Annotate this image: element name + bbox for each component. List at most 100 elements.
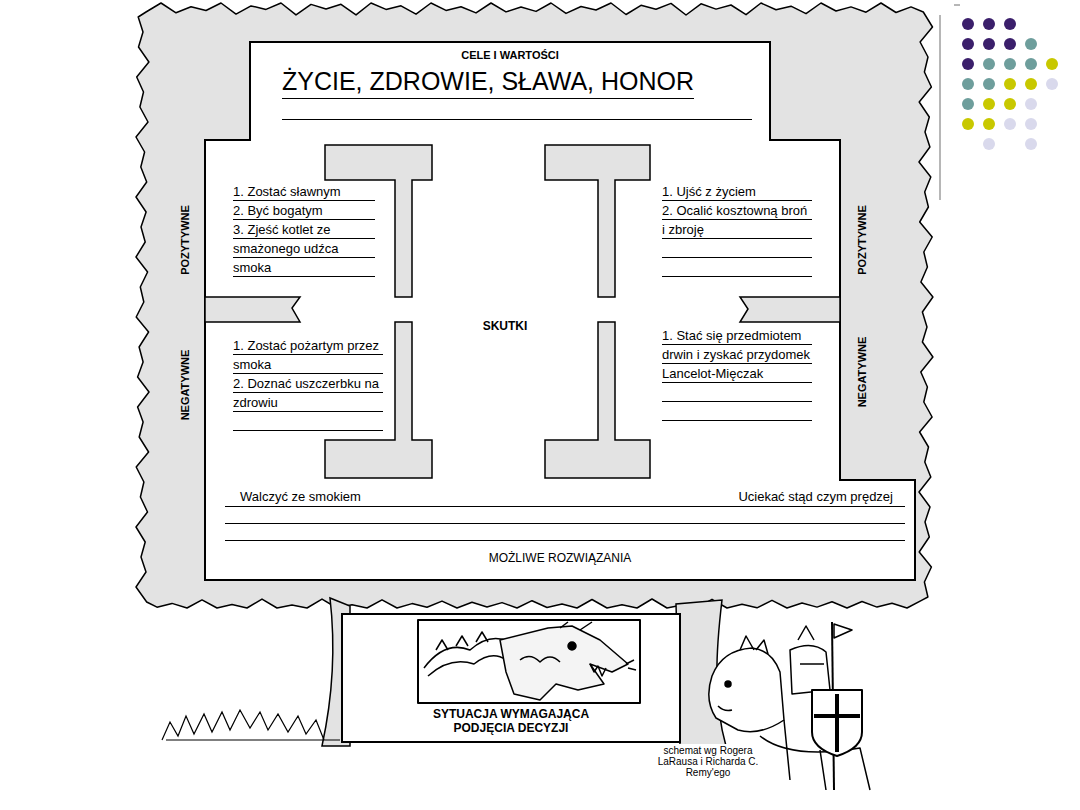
decoration-line xyxy=(940,5,960,200)
side-label: NEGATYWNE xyxy=(855,337,869,408)
knight-picture xyxy=(709,648,784,732)
knight-picture xyxy=(814,694,860,752)
section-heading: CELE I WARTOŚCI xyxy=(250,48,770,62)
decoration-dots xyxy=(962,18,1058,150)
decoration-dots xyxy=(1004,118,1016,130)
inner-region xyxy=(205,42,915,580)
knight-picture xyxy=(834,624,852,638)
effect-item: 3. Zjeść kotlet ze smażonego udźca smoka xyxy=(233,220,375,277)
trunk-box xyxy=(342,614,680,742)
decoration-dots xyxy=(983,38,995,50)
values-box: CELE I WARTOŚCI ŻYCIE, ZDROWIE, SŁAWA, HO… xyxy=(250,42,770,140)
effect-item: 1. Zostać pożartym przez smoka xyxy=(233,336,383,374)
decoration-dots xyxy=(983,138,995,150)
branch-pillar xyxy=(545,322,650,478)
dragon-picture xyxy=(418,620,640,703)
decoration-dots xyxy=(1025,58,1037,70)
grass xyxy=(166,739,340,740)
values-text: ŻYCIE, ZDROWIE, SŁAWA, HONOR xyxy=(282,66,694,99)
branch-pillar xyxy=(205,145,840,478)
negative-effects-box: 1. Zostać pożartym przez smoka2. Doznać … xyxy=(215,322,393,440)
decoration-dots xyxy=(962,18,974,30)
ruled-lines xyxy=(282,100,752,120)
decoration-dots xyxy=(962,38,974,50)
negative-effects-box: 1. Stać się przedmiotem drwin i zyskać p… xyxy=(650,322,832,440)
decoration-dots xyxy=(1004,98,1016,110)
decoration-line xyxy=(940,15,941,200)
decoration-dots xyxy=(983,18,995,30)
decoration-dots xyxy=(962,58,974,70)
effect-item: 1. Ujść z życiem xyxy=(662,182,812,201)
dragon-picture xyxy=(436,632,488,650)
solution-text: Uciekać stąd czym prędzej xyxy=(738,489,893,505)
dragon-picture xyxy=(520,656,560,662)
effect-item: 1. Zostać sławnym xyxy=(233,182,375,201)
knight-picture xyxy=(790,645,830,694)
section-heading: SKUTKI xyxy=(483,319,528,333)
decoration-dots xyxy=(962,78,974,90)
trunk-box xyxy=(342,614,680,742)
decoration-dots xyxy=(1025,98,1037,110)
decoration-dots xyxy=(1004,58,1016,70)
side-label: POZYTYWNE xyxy=(178,205,192,275)
decoration-dots xyxy=(1025,78,1037,90)
side-label: POZYTYWNE xyxy=(855,205,869,275)
knight-picture xyxy=(718,706,732,711)
effect-item: 1. Stać się przedmiotem drwin i zyskać p… xyxy=(662,326,812,383)
effect-item: 2. Być bogatym xyxy=(233,201,375,220)
credit-note: schemat wg Rogera LaRausa i Richarda C. … xyxy=(650,744,766,779)
situation-box: SYTUACJA WYMAGAJĄCA PODJĘCIA DECYZJI xyxy=(342,614,680,742)
positive-effects-box: 1. Zostać sławnym2. Być bogatym3. Zjeść … xyxy=(215,182,380,297)
branch-pillar xyxy=(545,145,650,297)
decoration-dots xyxy=(983,98,995,110)
decoration-dots xyxy=(1025,138,1037,150)
effect-item: 2. Doznać uszczerbku na zdrowiu xyxy=(233,374,383,412)
decoration-dots xyxy=(983,118,995,130)
positive-effects-box: 1. Ujść z życiem2. Ocalić kosztowną broń… xyxy=(650,182,828,297)
side-label: NEGATYWNE xyxy=(178,350,192,421)
decoration-dots xyxy=(1046,78,1058,90)
knight-picture xyxy=(740,636,768,654)
dragon-picture xyxy=(568,642,576,650)
effects-list: 1. Zostać pożartym przez smoka2. Doznać … xyxy=(233,336,383,431)
decoration-dots xyxy=(1004,78,1016,90)
decoration-line xyxy=(954,5,960,6)
knight-picture xyxy=(798,626,814,640)
dragon-picture xyxy=(626,660,636,670)
decoration-dots xyxy=(1046,58,1058,70)
solution-text: Walczyć ze smokiem xyxy=(240,489,361,505)
grass xyxy=(162,710,324,740)
branch-pillar xyxy=(205,297,300,322)
decoration-dots xyxy=(983,78,995,90)
dragon-picture xyxy=(590,664,606,676)
dragon-picture xyxy=(418,620,640,703)
decoration-dots xyxy=(983,58,995,70)
tree-crown xyxy=(136,3,933,608)
effects-list: 1. Ujść z życiem2. Ocalić kosztowną broń… xyxy=(662,182,812,277)
decoration-dots xyxy=(1025,118,1037,130)
effect-item: 2. Ocalić kosztowną broń i zbroję xyxy=(662,201,812,239)
solutions-box: Walczyć ze smokiem Uciekać stąd czym pręd… xyxy=(205,480,915,580)
situation-text: SYTUACJA WYMAGAJĄCA PODJĘCIA DECYZJI xyxy=(422,707,600,735)
knight-picture xyxy=(725,681,731,687)
effects-list: 1. Zostać sławnym2. Być bogatym3. Zjeść … xyxy=(233,182,375,277)
knight-picture xyxy=(800,663,824,665)
dragon-picture xyxy=(428,656,506,676)
dragon-picture xyxy=(500,626,628,700)
decoration-dots xyxy=(1004,38,1016,50)
decoration-dots xyxy=(1025,38,1037,50)
knight-picture xyxy=(812,690,862,756)
tree-trunk xyxy=(322,598,726,746)
grass xyxy=(162,710,340,740)
branch-pillar xyxy=(740,297,840,322)
section-heading: MOŻLIWE ROZWIĄZANIA xyxy=(205,551,915,566)
decoration-dots xyxy=(962,98,974,110)
decoration-dots xyxy=(962,118,974,130)
decoration-dots xyxy=(1004,18,1016,30)
dragon-picture xyxy=(424,638,510,668)
effects-list: 1. Stać się przedmiotem drwin i zyskać p… xyxy=(662,326,812,421)
tree-crown xyxy=(136,3,933,608)
inner-region xyxy=(205,42,915,580)
dragon-picture xyxy=(560,622,592,630)
